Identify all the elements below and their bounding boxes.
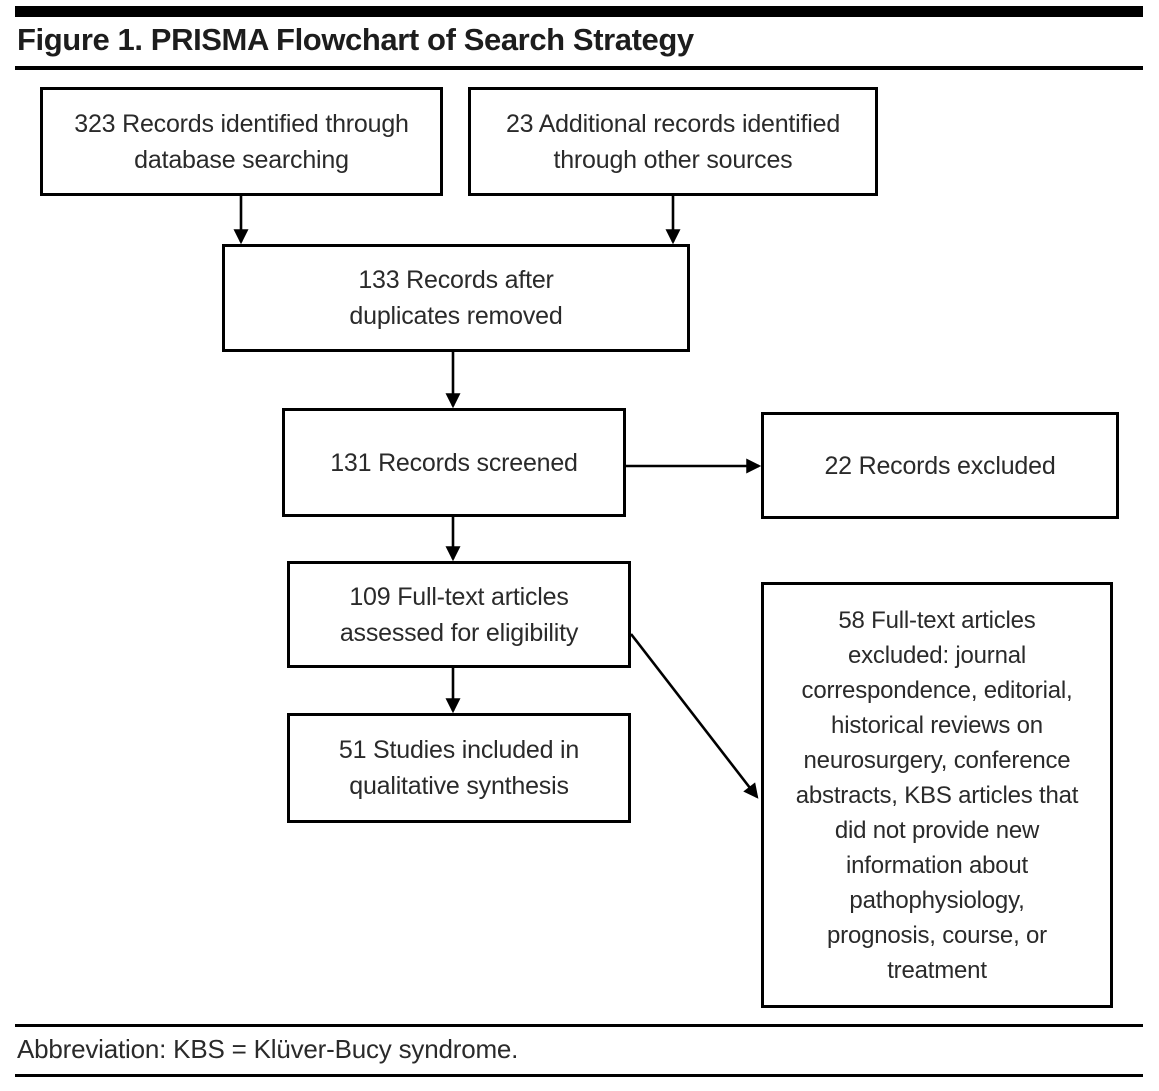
box-additional-records: 23 Additional records identified through… [468,87,878,196]
title-underline-rule [15,66,1143,70]
box-records-excluded: 22 Records excluded [761,412,1119,519]
box-records-identified-text: 323 Records identified through database … [74,109,409,174]
box-studies-included: 51 Studies included in qualitative synth… [287,713,631,823]
footer-rule-top [15,1024,1143,1027]
footer-rule-bottom [15,1074,1143,1077]
box-fulltext-excluded: 58 Full-text articles excluded: journal … [761,582,1113,1008]
box-records-screened: 131 Records screened [282,408,626,517]
arrow-assessed-to-fulltext-excluded [629,633,759,799]
box-fulltext-assessed-text: 109 Full-text articles assessed for elig… [339,582,579,647]
box-fulltext-excluded-text: 58 Full-text articles excluded: journal … [795,606,1079,984]
box-records-screened-text: 131 Records screened [330,448,578,477]
abbreviation-note: Abbreviation: KBS = Klüver-Bucy syndrome… [17,1034,519,1064]
box-records-identified: 323 Records identified through database … [40,87,443,196]
box-records-after-duplicates: 133 Records after duplicates removed [222,244,690,352]
box-additional-records-text: 23 Additional records identified through… [505,109,841,174]
box-fulltext-assessed: 109 Full-text articles assessed for elig… [287,561,631,668]
top-rule [15,6,1143,17]
box-studies-included-text: 51 Studies included in qualitative synth… [338,736,580,800]
figure-title: Figure 1. PRISMA Flowchart of Search Str… [17,22,694,57]
box-records-after-duplicates-text: 133 Records after duplicates removed [349,266,563,330]
box-records-excluded-text: 22 Records excluded [824,451,1056,480]
